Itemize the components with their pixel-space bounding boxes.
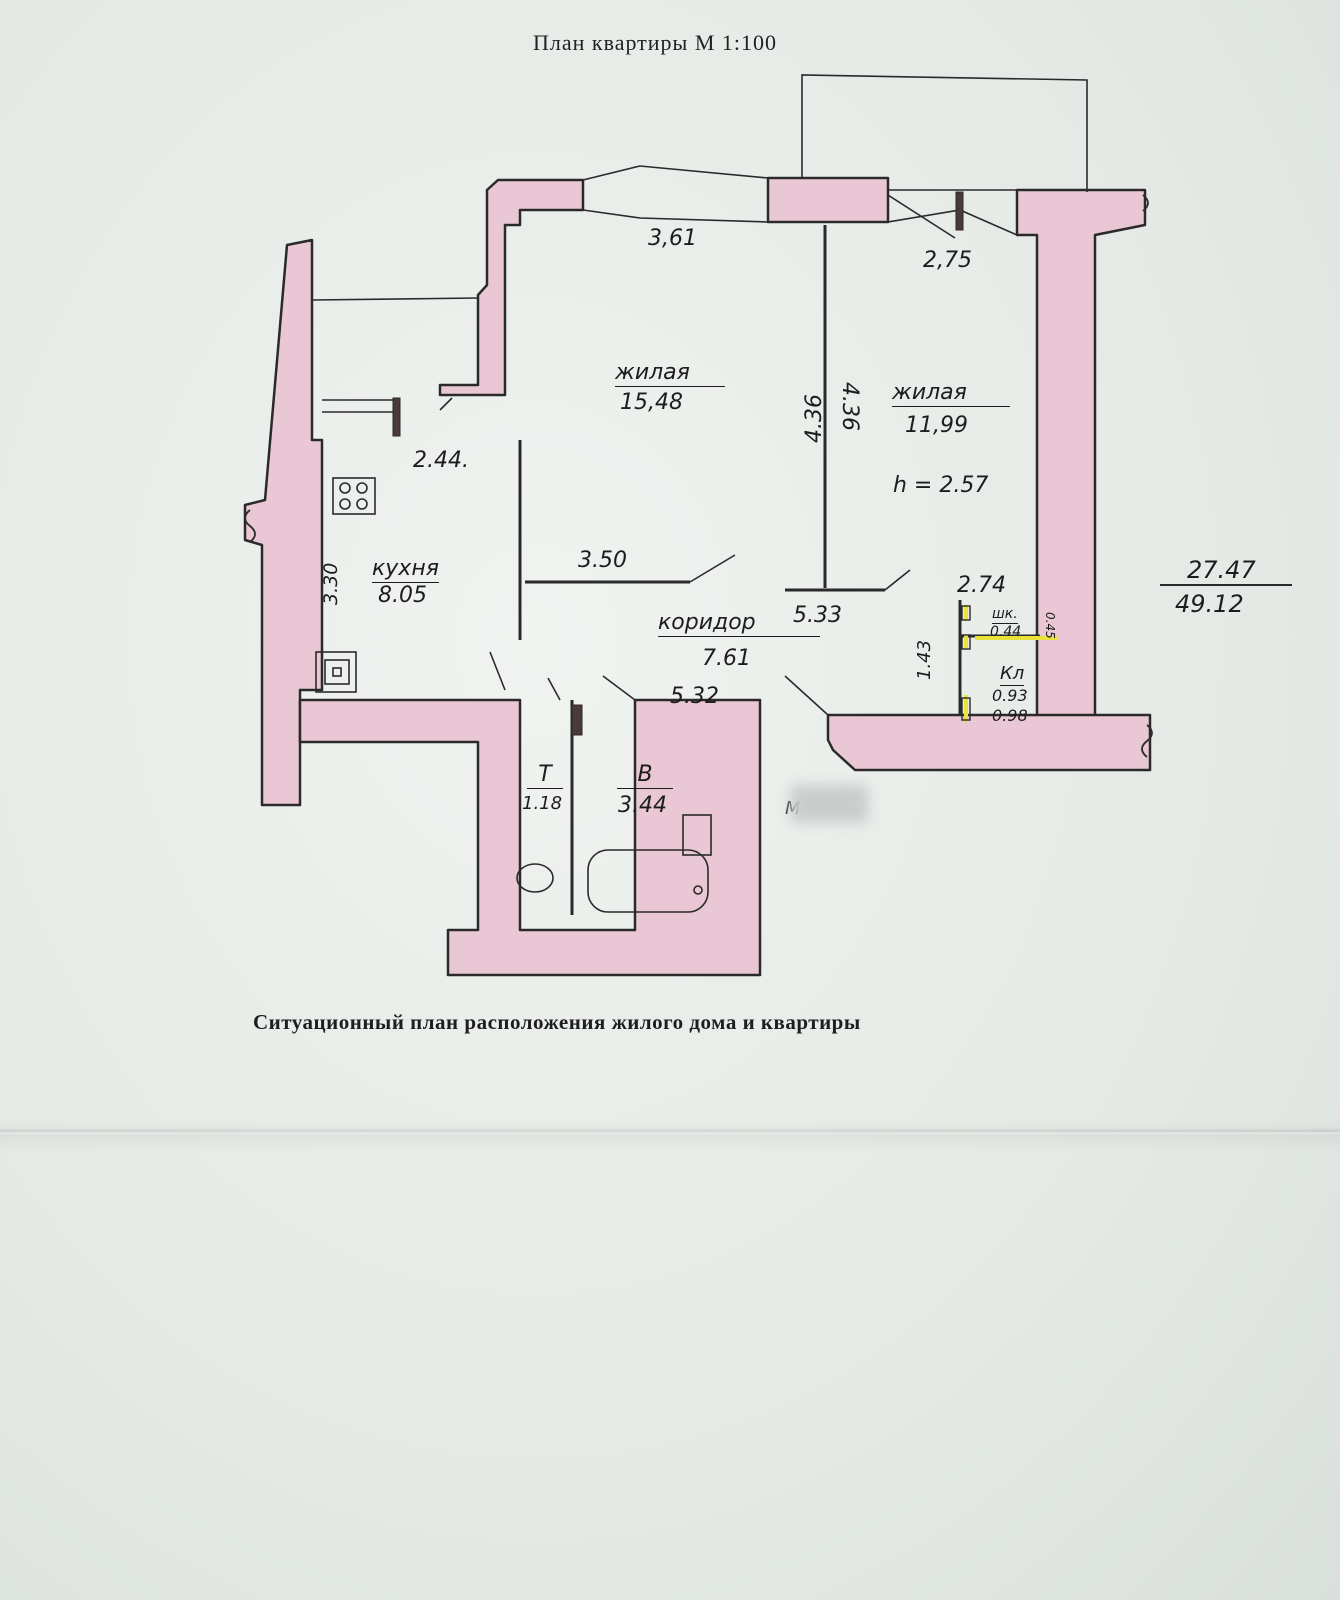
closet-area: 0.44 bbox=[990, 624, 1022, 640]
dim-5-33: 5.33 bbox=[793, 603, 842, 628]
balcony-outline bbox=[801, 74, 1088, 192]
dim-1-43: 1.43 bbox=[914, 639, 935, 680]
corridor-label: коридор bbox=[658, 612, 820, 637]
bathtub bbox=[587, 849, 709, 913]
total-area: 49.12 bbox=[1175, 590, 1244, 618]
stove bbox=[332, 477, 376, 515]
wall-pier-kitchen bbox=[438, 178, 585, 397]
living2-label: жилая bbox=[892, 382, 1010, 407]
dim-0-45: 0.45 bbox=[1043, 612, 1057, 639]
toilet bbox=[516, 863, 554, 893]
wall-window-top bbox=[766, 176, 890, 224]
paper-fold bbox=[0, 1128, 1340, 1134]
closet-label: шк. bbox=[992, 606, 1018, 624]
break-symbol-left bbox=[244, 509, 256, 543]
toilet-area: 1.18 bbox=[522, 793, 563, 814]
plan-title: План квартиры М 1:100 bbox=[533, 30, 778, 55]
wall-right-top bbox=[1015, 188, 1147, 732]
kitchen-sink bbox=[315, 651, 357, 693]
redacted-patch bbox=[790, 785, 868, 823]
pantry-area: 0.93 bbox=[992, 686, 1028, 705]
dim-4-36-b: 4.36 bbox=[837, 382, 862, 431]
pantry-area-2: 0.98 bbox=[992, 706, 1028, 725]
pantry-label: Кл bbox=[1000, 663, 1025, 686]
dim-5-32: 5.32 bbox=[670, 684, 719, 709]
living-area-total: 27.47 bbox=[1187, 556, 1256, 584]
dim-2-44: 2.44. bbox=[413, 448, 469, 473]
wall-bathroom bbox=[298, 698, 762, 977]
wall-left bbox=[243, 238, 324, 807]
ceiling-height: h = 2.57 bbox=[893, 473, 989, 498]
window-top-left bbox=[582, 165, 769, 181]
kitchen-area: 8.05 bbox=[378, 583, 427, 608]
dim-2-74: 2.74 bbox=[957, 573, 1006, 598]
corridor-area: 7.61 bbox=[702, 646, 751, 671]
toilet-label: Т bbox=[527, 764, 563, 789]
living1-label: жилая bbox=[615, 362, 725, 387]
loggia-outline bbox=[311, 297, 479, 301]
dim-2-75: 2,75 bbox=[923, 248, 972, 273]
bath-area: 3.44 bbox=[618, 793, 667, 818]
break-symbol-right bbox=[1141, 724, 1153, 758]
living1-area: 15,48 bbox=[620, 390, 683, 415]
bath-label: В bbox=[617, 764, 673, 789]
dim-3-61: 3,61 bbox=[648, 226, 697, 251]
dim-3-30: 3.30 bbox=[320, 562, 342, 605]
dim-4-36-a: 4.36 bbox=[802, 394, 827, 443]
dim-3-50: 3.50 bbox=[578, 548, 627, 573]
situation-caption: Ситуационный план расположения жилого до… bbox=[253, 1010, 861, 1034]
kitchen-label: кухня bbox=[372, 556, 439, 583]
wall-bottom-right bbox=[826, 713, 1152, 772]
living2-area: 11,99 bbox=[905, 413, 968, 438]
